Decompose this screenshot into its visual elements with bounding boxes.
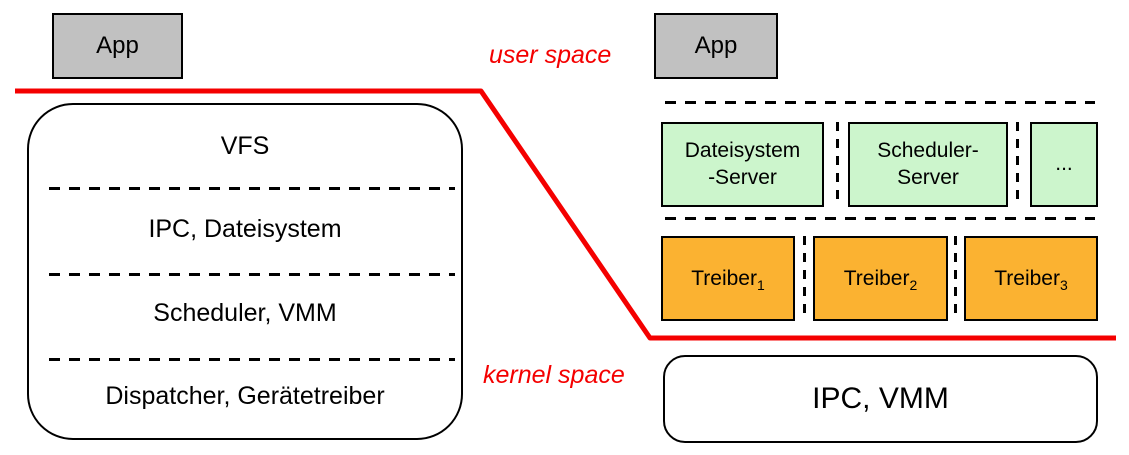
monolithic-layer-scheduler-vmm-label: Scheduler, VMM: [153, 298, 337, 327]
server-box-scheduler: Scheduler- Server: [848, 122, 1008, 207]
layer-divider: [49, 187, 455, 190]
microkernel-app-label: App: [694, 32, 738, 59]
kernel-space-label: kernel space: [483, 361, 625, 389]
microkernel-kernel-box: IPC, VMM: [663, 355, 1098, 443]
monolithic-layer-dispatcher: Dispatcher, Gerätetreiber: [29, 355, 461, 438]
server-box-more: ...: [1030, 122, 1098, 207]
driver-box-3: Treiber3: [964, 236, 1098, 321]
server-label-line1: Scheduler-: [877, 139, 979, 163]
monolithic-layer-vfs: VFS: [29, 105, 461, 188]
monolithic-layer-ipc-dateisystem: IPC, Dateisystem: [29, 188, 461, 271]
microkernel-kernel-label: IPC, VMM: [812, 382, 949, 415]
layer-divider: [49, 358, 455, 361]
monolithic-layer-scheduler-vmm: Scheduler, VMM: [29, 272, 461, 355]
server-label-line2: Server: [897, 165, 959, 189]
dashed-separator-top: [665, 101, 1095, 104]
server-box-dateisystem: Dateisystem -Server: [661, 122, 824, 207]
dashed-separator-vertical: [954, 236, 957, 321]
monolithic-layer-vfs-label: VFS: [220, 132, 270, 161]
microkernel-app-box: App: [654, 13, 778, 79]
driver-label: Treiber2: [843, 266, 918, 293]
driver-box-1: Treiber1: [661, 236, 795, 321]
server-more-label: ...: [1055, 152, 1073, 176]
user-space-label: user space: [489, 41, 612, 69]
monolithic-kernel-box: VFS IPC, Dateisystem Scheduler, VMM Disp…: [27, 103, 463, 440]
dashed-separator-vertical: [803, 236, 806, 321]
driver-label: Treiber3: [994, 266, 1068, 293]
dashed-separator-middle: [665, 217, 1095, 220]
layer-divider: [49, 273, 455, 276]
server-label-line2: -Server: [708, 165, 777, 189]
driver-label: Treiber1: [691, 266, 765, 293]
dashed-separator-vertical: [1016, 122, 1019, 207]
monolithic-layer-dispatcher-label: Dispatcher, Gerätetreiber: [105, 381, 385, 410]
monolithic-app-label: App: [96, 32, 139, 59]
server-label-line1: Dateisystem: [684, 139, 801, 163]
monolithic-app-box: App: [52, 13, 183, 79]
dashed-separator-vertical: [836, 122, 839, 207]
monolithic-layer-ipc-dateisystem-label: IPC, Dateisystem: [148, 215, 342, 244]
driver-box-2: Treiber2: [813, 236, 948, 321]
